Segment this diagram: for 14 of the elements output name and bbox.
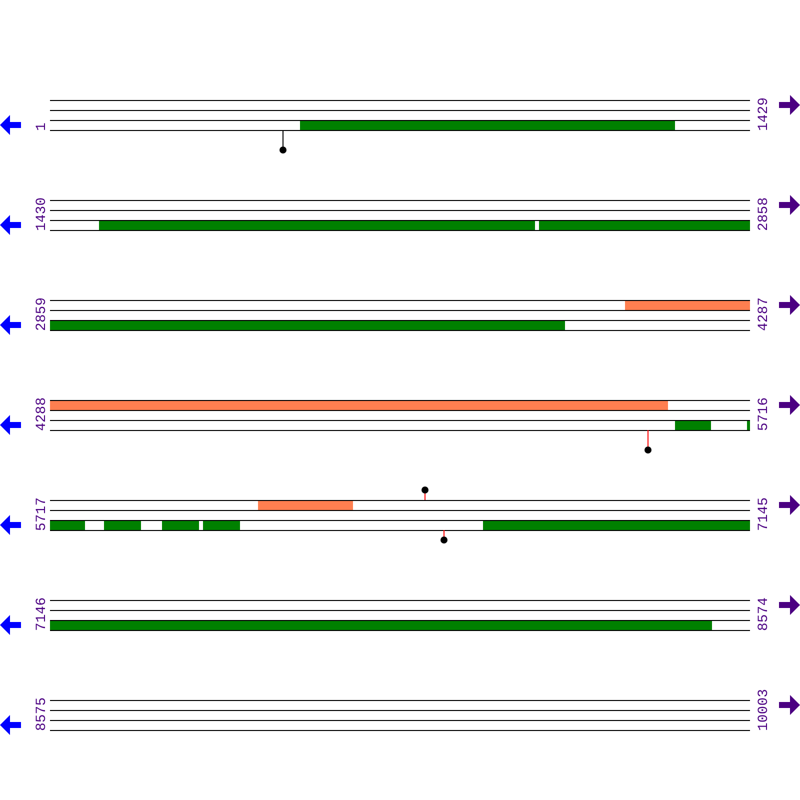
position-number: 7146: [35, 597, 49, 631]
position-number: 10003: [757, 688, 771, 731]
position-number: 5717: [35, 497, 49, 531]
position-number: 1430: [35, 197, 49, 231]
position-number: 2859: [35, 297, 49, 331]
position-number: 1429: [757, 97, 771, 131]
position-number: 8575: [35, 697, 49, 731]
position-number: 4288: [35, 397, 49, 431]
position-number: 7145: [757, 497, 771, 531]
position-number: 4287: [757, 297, 771, 331]
position-number: 1: [35, 122, 49, 131]
position-number: 5716: [757, 397, 771, 431]
position-number: 8574: [757, 597, 771, 631]
position-number: 2858: [757, 197, 771, 231]
